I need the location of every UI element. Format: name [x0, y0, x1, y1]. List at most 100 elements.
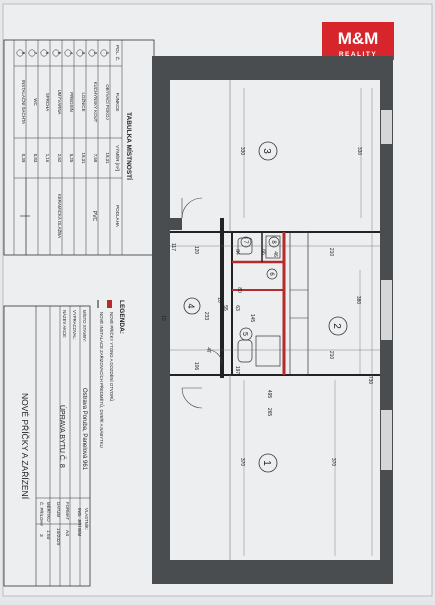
row-area: 7,58 — [93, 154, 98, 163]
room-number-6: 6 — [268, 272, 274, 276]
site-label: MÍSTO STAVBY: — [82, 310, 87, 342]
table-row: 4 PŘEDSÍŇ 5,25 — [64, 49, 74, 163]
title-block: MÍSTO STAVBY: Ostrava Poruba, Panelová 9… — [3, 305, 91, 587]
dim-63: 63 — [234, 305, 240, 311]
row-function: OBÝVACÍ POKOJ — [105, 84, 110, 119]
row-no: 1 — [105, 52, 110, 55]
dim-46: 46 — [272, 251, 278, 257]
dim-197: 197 — [234, 366, 240, 375]
room-number-4: 4 — [186, 303, 196, 308]
site-value: Ostrava Poruba, Panelová 961 — [81, 388, 87, 471]
row-function: PŘEDSÍŇ — [69, 92, 74, 112]
row-area: 0,83 — [33, 154, 38, 163]
dim-370: 370 — [239, 458, 245, 467]
legend: LEGENDA: NOVÉ PŘÍČKY YTONG A DOZDĚNÍ OTV… — [97, 300, 125, 448]
table-row: 8 INSTALAČNÍ ŠACHTA 0,39 — [16, 49, 26, 163]
meta-format-value: A4 — [64, 530, 70, 536]
row-no: 7 — [33, 52, 38, 55]
dim-233: 233 — [203, 312, 209, 321]
row-area: 5,25 — [69, 154, 74, 163]
meta-attachment-label: Č. PŘÍLOHY — [39, 502, 44, 526]
meta-date-value: 10/2020 — [55, 528, 61, 546]
row-area: 1,16 — [45, 154, 50, 163]
dim-145: 145 — [249, 314, 255, 323]
row-no: 6 — [45, 52, 50, 55]
legend-title: LEGENDA: — [118, 300, 125, 334]
dim-106: 106 — [193, 362, 199, 371]
meta-format-label: FORMÁT — [65, 502, 70, 521]
meta-date-label: DATUM — [56, 502, 61, 517]
room-number-8: 8 — [270, 240, 276, 244]
dim-210a: 210 — [328, 248, 334, 257]
meta-attachment-value: 3 — [38, 534, 44, 537]
floor-plan — [152, 56, 393, 584]
room-number-3: 3 — [261, 148, 272, 154]
dim-47: 47 — [205, 347, 211, 353]
row-function: SPRCHA — [45, 93, 50, 111]
room-number-5: 5 — [241, 332, 248, 336]
row-area: 18,31 — [81, 153, 86, 165]
meta-scale-value: 1:50 — [45, 530, 51, 540]
owner-value: ING. JIŘÍ BÍM — [77, 508, 84, 537]
dim-265: 265 — [266, 408, 272, 417]
dim-330b: 330 — [356, 147, 362, 156]
rooms-header-no: POL. Č. — [115, 45, 121, 61]
row-area: 2,52 — [57, 154, 62, 163]
room-number-2: 2 — [331, 323, 342, 329]
table-row: 6 SPRCHA 1,16 — [40, 49, 50, 163]
rooms-table-title: TABULKA MÍSTNOSTÍ — [125, 112, 134, 180]
project-label: NÁZEV AKCE: — [62, 310, 67, 338]
dim-10: 10 — [216, 297, 222, 303]
legend-item-installations: NOVÉ INSTALACE ZAŘIZOVACÍCH PŘEDMĚTŮ, DV… — [99, 312, 104, 448]
author-label: VYPRACOVAL: — [72, 310, 77, 340]
dim-380: 380 — [355, 296, 361, 305]
table-row: 5 UMÝVÁRNA 2,52 — [52, 49, 62, 163]
row-no: 3 — [81, 52, 86, 55]
row-function: WC — [33, 98, 38, 105]
dim-330: 330 — [239, 147, 245, 156]
dim-80: 80 — [236, 287, 242, 293]
meta-scale-label: MĚŘÍTKO — [46, 502, 51, 522]
legend-item-walls: NOVÉ PŘÍČKY YTONG A DOZDĚNÍ OTVORŮ — [109, 312, 114, 401]
rooms-header-function: FUNKCE — [115, 93, 120, 112]
project-value: ÚPRAVA BYTU Č. 8 — [58, 405, 67, 468]
row-no: 8 — [21, 52, 26, 55]
table-row: 2 KUCHYŇSKÝ KOUT 7,58 — [88, 49, 98, 163]
row-function: UMÝVÁRNA — [57, 90, 62, 115]
owner-label: VLASTNÍK: — [84, 508, 89, 530]
dim-66: 66 — [260, 249, 266, 255]
row-area: 18,31 — [105, 153, 110, 165]
dim-55: 55 — [222, 305, 228, 311]
row-function: LOŽNICE — [81, 92, 86, 111]
room-labels: 3 2 1 4 5 6 7 8 — [183, 141, 348, 473]
dim-117: 117 — [170, 243, 176, 251]
table-row: 3 LOŽNICE 18,31 — [76, 49, 86, 165]
row-function: INSTALAČNÍ ŠACHTA — [21, 80, 26, 124]
logo-brand: M&M — [338, 29, 379, 48]
dim-730: 730 — [367, 376, 373, 385]
room-number-1: 1 — [261, 460, 272, 466]
floor-tiles: KERAMICKÁ DLAŽBA — [57, 194, 62, 238]
dim-15: 15 — [160, 315, 166, 321]
drawing-title: NOVÉ PŘÍČKY A ZAŘÍZENÍ — [20, 393, 30, 500]
row-no: 4 — [69, 52, 74, 55]
dim-495: 495 — [266, 390, 272, 399]
dim-370b: 370 — [330, 458, 336, 467]
row-no: 2 — [93, 52, 98, 55]
rooms-header-floor: PODLAHA — [115, 205, 120, 228]
room-number-7: 7 — [242, 240, 248, 244]
dim-210b: 210 — [328, 351, 334, 360]
table-row: 7 WC 0,83 — [28, 49, 38, 163]
dim-120: 120 — [193, 246, 199, 255]
row-function: KUCHYŇSKÝ KOUT — [93, 82, 98, 123]
row-no: 5 — [57, 52, 62, 55]
rooms-header-area: VÝMĚR [m²] — [115, 145, 122, 171]
floor-pvc: PVC — [91, 211, 97, 222]
table-row: 1 OBÝVACÍ POKOJ 18,31 — [100, 49, 110, 165]
dim-84: 84 — [234, 249, 240, 255]
row-area: 0,39 — [21, 154, 26, 163]
logo: M&M REALITY — [322, 22, 394, 60]
dimension-labels: 330 330 380 370 370 730 210 210 265 495 … — [160, 147, 373, 467]
logo-sub: REALITY — [339, 51, 377, 58]
